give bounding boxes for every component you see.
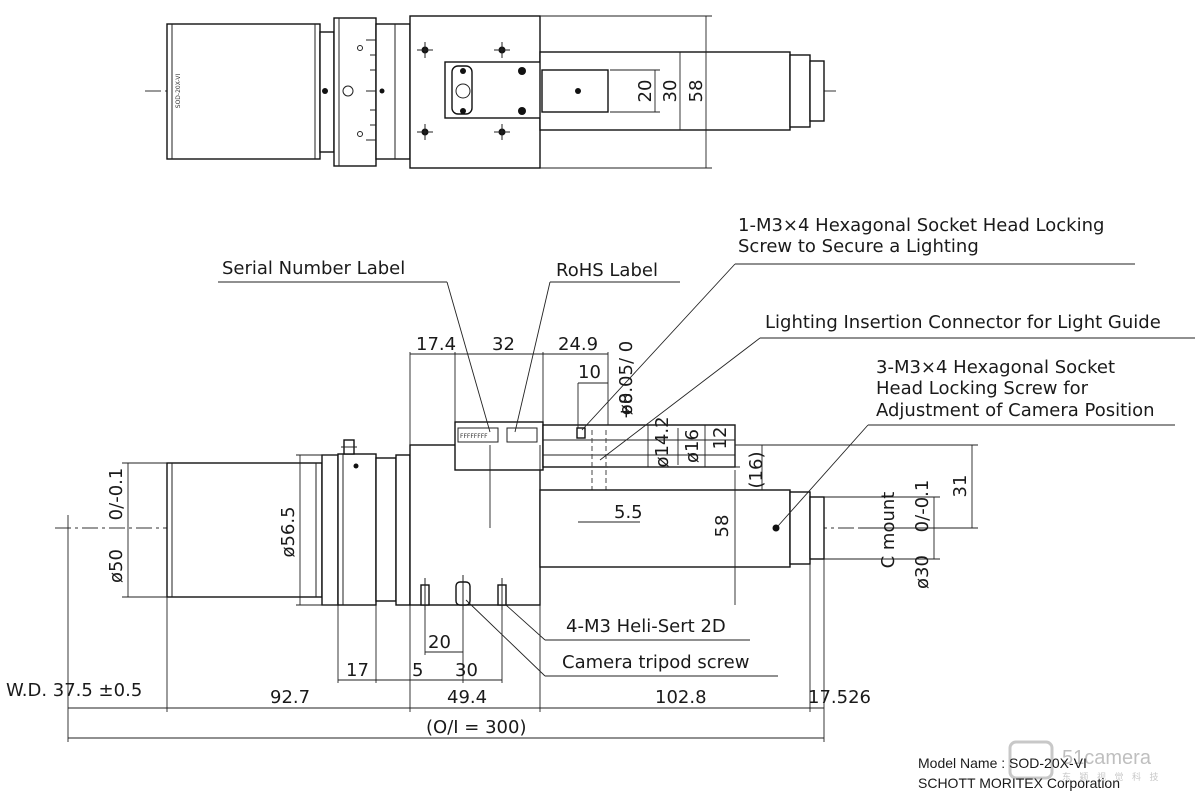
dim-31: 31: [950, 475, 971, 498]
top-dim-58: 58: [686, 80, 707, 103]
watermark-logo-icon: [1008, 740, 1054, 780]
callout-rohs-label: RoHS Label: [556, 260, 658, 281]
dim-49-4: 49.4: [447, 687, 487, 708]
dim-102-8: 102.8: [655, 687, 707, 708]
top-dim-30: 30: [660, 80, 681, 103]
callout-heli-sert: 4-M3 Heli-Sert 2D: [566, 616, 726, 637]
dim-24-9: 24.9: [558, 334, 598, 355]
top-engraving: SOD-20X-VI: [175, 74, 182, 109]
side-view: FFFFFFFF: [55, 421, 880, 610]
side-rear-tube: [539, 489, 791, 568]
top-dim-20: 20: [635, 80, 656, 103]
dim-dia-8: ø8: [616, 393, 637, 415]
side-label-block: [454, 421, 544, 471]
watermark-subtext: 东 颖 视 觉 科 技: [1062, 771, 1162, 782]
dim-17-4: 17.4: [416, 334, 456, 355]
callout-camera-screw-3: Adjustment of Camera Position: [876, 400, 1155, 421]
dim-92-7: 92.7: [270, 687, 310, 708]
dim-dia-56-5: ø56.5: [278, 506, 299, 557]
callout-lighting-connector: Lighting Insertion Connector for Light G…: [765, 312, 1161, 333]
callout-camera-screw-2: Head Locking Screw for: [876, 378, 1089, 399]
callout-lighting-screw-2: Screw to Secure a Lighting: [738, 236, 979, 257]
footer: 51camera 东 颖 视 觉 科 技 Model Name : SOD-20…: [918, 740, 1162, 791]
callout-lighting-screw-1: 1-M3×4 Hexagonal Socket Head Locking: [738, 215, 1104, 236]
top-view: 20 30 58 SOD-20X-VI: [145, 15, 840, 169]
dim-17: 17: [346, 660, 369, 681]
dim-20: 20: [428, 632, 451, 653]
dim-5: 5: [412, 660, 423, 681]
serial-placeholder-text: FFFFFFFF: [460, 433, 488, 440]
dim-17-526: 17.526: [808, 687, 871, 708]
side-lens-barrel: [166, 462, 323, 598]
dim-dia-50: ø50: [106, 549, 127, 583]
dim-tolerance-50: 0/-0.1: [106, 468, 127, 521]
dim-58: 58: [712, 515, 733, 538]
c-mount-thread: [809, 496, 825, 560]
leader-lines: [218, 263, 1195, 677]
dim-dia-16: ø16: [682, 429, 703, 463]
dim-30: 30: [455, 660, 478, 681]
dim-dia-30: ø30: [912, 555, 933, 589]
dim-32: 32: [492, 334, 515, 355]
watermark-text: 51camera: [1062, 747, 1152, 769]
callout-tripod-screw: Camera tripod screw: [562, 652, 749, 673]
callout-camera-screw-1: 3-M3×4 Hexagonal Socket: [876, 357, 1115, 378]
company-name: SCHOTT MORITEX Corporation: [918, 775, 1120, 791]
dim-working-distance: W.D. 37.5 ±0.5: [6, 680, 142, 701]
dim-dia-14-2: ø14.2: [652, 416, 673, 467]
model-name: Model Name : SOD-20X-VI: [918, 755, 1087, 771]
dim-tolerance-30: 0/-0.1: [912, 480, 933, 533]
tripod-holes: [420, 575, 507, 610]
dimension-texts: 17.4 32 24.9 10 +0.05/ 0 ø8 ø14.2 ø16 12…: [6, 334, 971, 738]
top-scale-ring: [333, 17, 377, 167]
dimension-lines: [67, 352, 978, 742]
callout-serial-label: Serial Number Label: [222, 258, 405, 279]
dim-16-paren: (16): [746, 452, 767, 489]
dim-oi-300: (O/I = 300): [426, 717, 526, 738]
dim-12: 12: [710, 427, 731, 450]
dim-10: 10: [578, 362, 601, 383]
top-lens-barrel: [166, 23, 321, 160]
dim-5-5: 5.5: [614, 502, 643, 523]
callout-texts: 1-M3×4 Hexagonal Socket Head Locking Scr…: [222, 215, 1161, 673]
side-main-body: [409, 444, 541, 606]
side-focus-ring: [337, 453, 377, 606]
dim-c-mount: C mount: [878, 492, 899, 569]
dim-tolerance-top: +0.05/ 0: [616, 341, 637, 419]
side-light-guide-connector: [542, 424, 736, 468]
